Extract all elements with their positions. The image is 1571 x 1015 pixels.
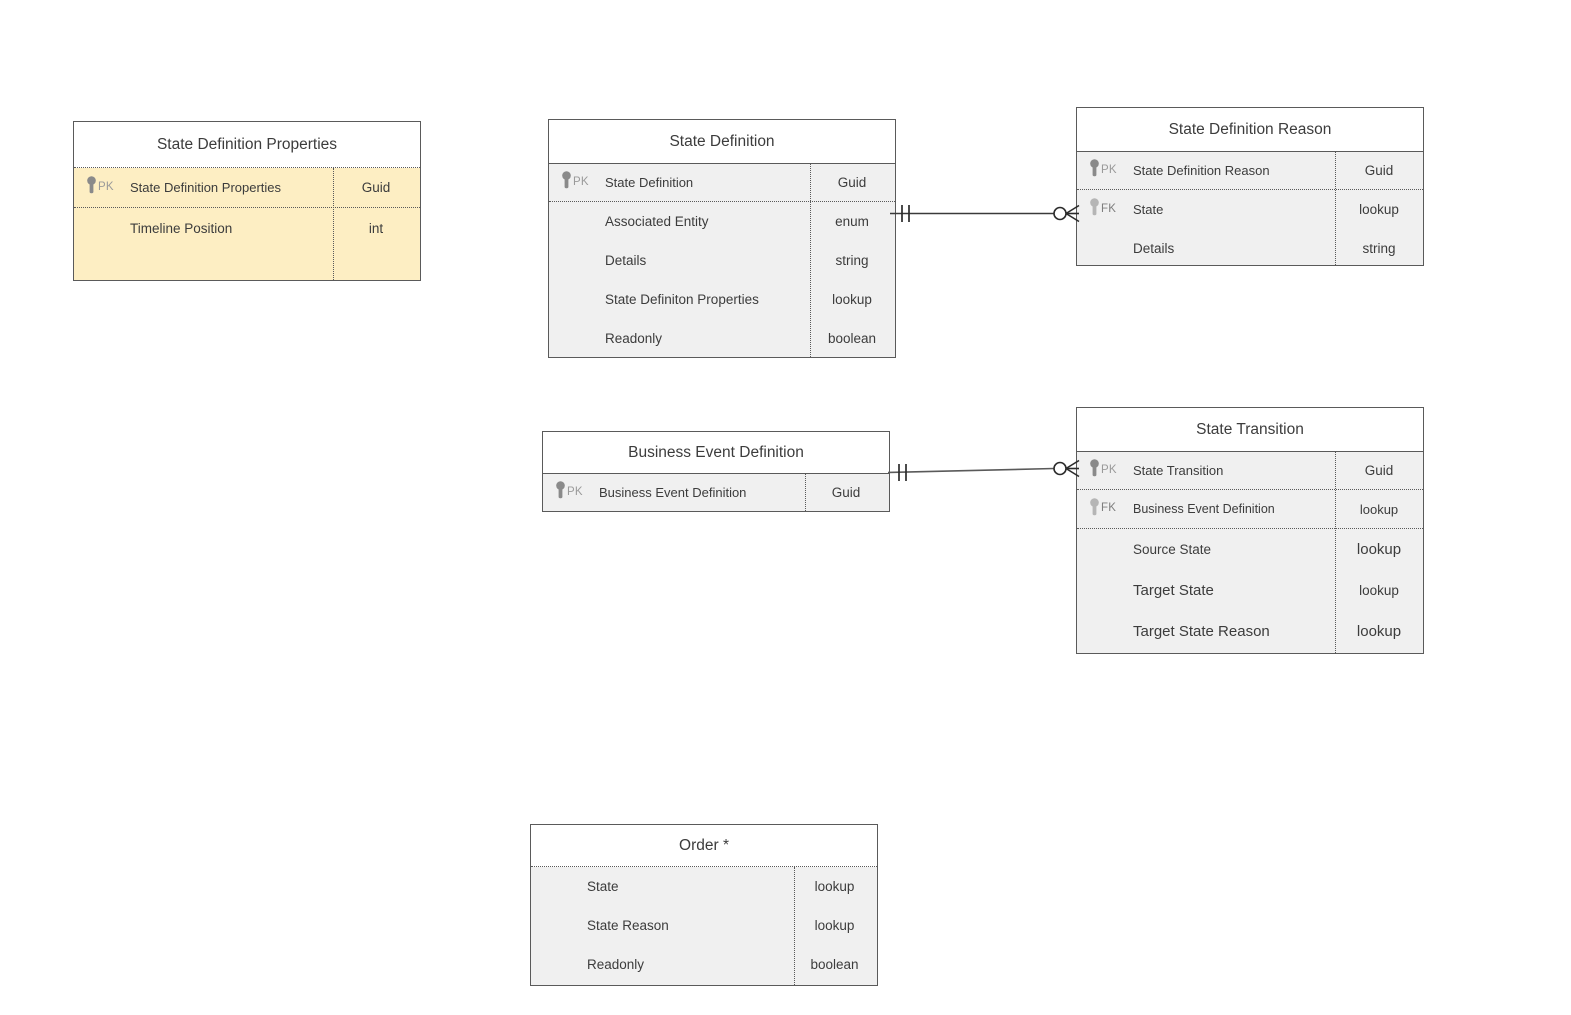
fk-label: FK (1101, 202, 1117, 215)
field-name: Details (605, 253, 647, 268)
field-name: Business Event Definition (1133, 502, 1275, 516)
fk-label: FK (1101, 502, 1117, 515)
pk-key-slot: PK (1089, 159, 1133, 182)
field-type: lookup (1356, 623, 1402, 640)
table-row[interactable]: Timeline Position int (74, 208, 420, 248)
field-name: State Definition Properties (130, 180, 282, 195)
entity-body-order: State lookup State Reason lookup Readonl… (531, 867, 877, 985)
field-type: lookup (832, 292, 872, 307)
pk-key-slot: PK (86, 176, 130, 199)
key-icon (86, 176, 97, 199)
table-row[interactable]: Target State lookup (1077, 570, 1423, 611)
entity-body-business-event-definition: PK Business Event Definition Guid (543, 474, 889, 512)
pk-key-slot: PK (1089, 459, 1133, 482)
field-name: Business Event Definition (599, 485, 747, 500)
pk-key-slot: PK (555, 481, 599, 504)
pk-label: PK (1101, 163, 1117, 176)
table-row[interactable]: Readonly boolean (531, 945, 877, 984)
key-icon (555, 481, 566, 504)
entity-title-state-definition-reason: State Definition Reason (1077, 108, 1423, 152)
entity-title-business-event-definition: Business Event Definition (543, 432, 889, 474)
table-row[interactable]: Source State lookup (1077, 529, 1423, 570)
field-name: Source State (1133, 542, 1212, 557)
entity-state-transition[interactable]: State Transition PK State Transition (1076, 407, 1424, 654)
entity-title-state-definition-properties: State Definition Properties (74, 122, 420, 168)
field-name: Readonly (587, 957, 645, 972)
table-row[interactable]: PK Business Event Definition Guid (543, 474, 889, 512)
key-icon (1089, 497, 1100, 521)
fk-key-slot: FK (1089, 497, 1133, 521)
field-name: Timeline Position (130, 220, 233, 236)
pk-label: PK (98, 180, 114, 193)
table-row[interactable]: State lookup (531, 867, 877, 906)
field-type: int (368, 220, 384, 236)
relationship-state-definition-to-state-definition-reason[interactable] (890, 190, 1085, 238)
field-name: State (1133, 202, 1164, 217)
field-name: State Definition (605, 175, 694, 190)
entity-title-state-transition: State Transition (1077, 408, 1423, 452)
table-row[interactable]: FK Business Event Definition lookup (1077, 490, 1423, 529)
entity-order[interactable]: Order * State lookup State Reason lookup (530, 824, 878, 986)
entity-body-state-definition-properties: PK State Definition Properties Guid Time… (74, 168, 420, 280)
field-type: boolean (810, 957, 859, 972)
table-row[interactable]: Readonly boolean (549, 319, 895, 358)
pk-key-slot: PK (561, 171, 605, 194)
field-type: string (1362, 240, 1396, 256)
table-row[interactable]: Details string (1077, 229, 1423, 267)
field-type: Guid (1364, 463, 1394, 478)
pk-label: PK (567, 485, 583, 498)
table-row[interactable]: PK State Definition Properties Guid (74, 168, 420, 208)
field-name: State (587, 879, 619, 894)
entity-body-state-definition: PK State Definition Guid Associated Enti… (549, 164, 895, 357)
field-type: lookup (1359, 501, 1399, 517)
key-icon (1089, 459, 1100, 482)
table-row[interactable]: PK State Definition Guid (549, 164, 895, 202)
fk-key-slot: FK (1089, 198, 1133, 221)
field-name: Readonly (605, 331, 663, 346)
field-name: Target State (1133, 582, 1214, 599)
field-type: enum (835, 214, 869, 229)
field-name: Details (1133, 240, 1175, 256)
field-type: string (835, 253, 869, 268)
field-name: State Reason (587, 918, 669, 933)
key-icon (561, 171, 572, 194)
entity-state-definition-reason[interactable]: State Definition Reason PK State Defi (1076, 107, 1424, 266)
field-type: lookup (1359, 202, 1399, 217)
field-type: boolean (827, 331, 877, 346)
field-name: State Definition Reason (1133, 163, 1270, 178)
pk-label: PK (573, 175, 589, 188)
field-type: Guid (361, 180, 391, 195)
entity-title-order: Order * (531, 825, 877, 867)
entity-business-event-definition[interactable]: Business Event Definition PK Business (542, 431, 890, 512)
entity-state-definition[interactable]: State Definition PK State Definition (548, 119, 896, 358)
relationship-business-event-definition-to-state-transition[interactable] (887, 448, 1084, 496)
field-name: State Transition (1133, 463, 1224, 478)
entity-title-state-definition: State Definition (549, 120, 895, 164)
field-type: lookup (1359, 583, 1399, 598)
field-name: State Definiton Properties (605, 292, 759, 307)
entity-body-state-transition: PK State Transition Guid (1077, 452, 1423, 653)
field-name: Associated Entity (605, 214, 709, 229)
field-type: lookup (1356, 541, 1402, 558)
pk-label: PK (1101, 463, 1117, 476)
field-type: Guid (837, 175, 867, 190)
table-row[interactable]: Details string (549, 241, 895, 280)
field-type: Guid (831, 485, 861, 500)
field-name: Target State Reason (1133, 623, 1270, 640)
table-row[interactable]: Target State Reason lookup (1077, 611, 1423, 652)
table-row[interactable]: PK State Transition Guid (1077, 452, 1423, 490)
table-row[interactable]: State Reason lookup (531, 906, 877, 945)
table-row[interactable]: Associated Entity enum (549, 202, 895, 241)
field-type: Guid (1364, 163, 1394, 178)
entity-state-definition-properties[interactable]: State Definition Properties PK State (73, 121, 421, 281)
key-icon (1089, 159, 1100, 182)
table-row[interactable]: PK State Definition Reason Guid (1077, 152, 1423, 190)
table-row[interactable]: FK State lookup (1077, 190, 1423, 229)
table-row[interactable]: State Definiton Properties lookup (549, 280, 895, 319)
field-type: lookup (814, 918, 855, 933)
key-icon (1089, 198, 1100, 221)
entity-body-state-definition-reason: PK State Definition Reason Guid (1077, 152, 1423, 265)
field-type: lookup (814, 879, 855, 894)
